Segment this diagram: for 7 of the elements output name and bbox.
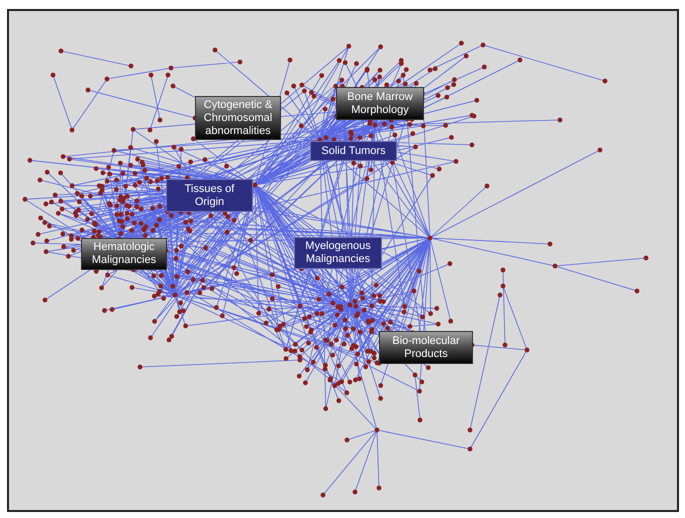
category-label-box: Hematologic Malignancies <box>81 238 167 270</box>
category-label-box: Cytogenetic & Chromosomal abnormalities <box>195 96 281 140</box>
category-label-box: Bio-molecular Products <box>379 331 473 364</box>
category-label-box: Bone Marrow Morphology <box>336 87 424 120</box>
category-label-box: Tissues of Origin <box>166 179 253 212</box>
category-label-box: Solid Tumors <box>310 141 397 161</box>
category-label-box: Myelogenous Malignancies <box>294 237 382 269</box>
